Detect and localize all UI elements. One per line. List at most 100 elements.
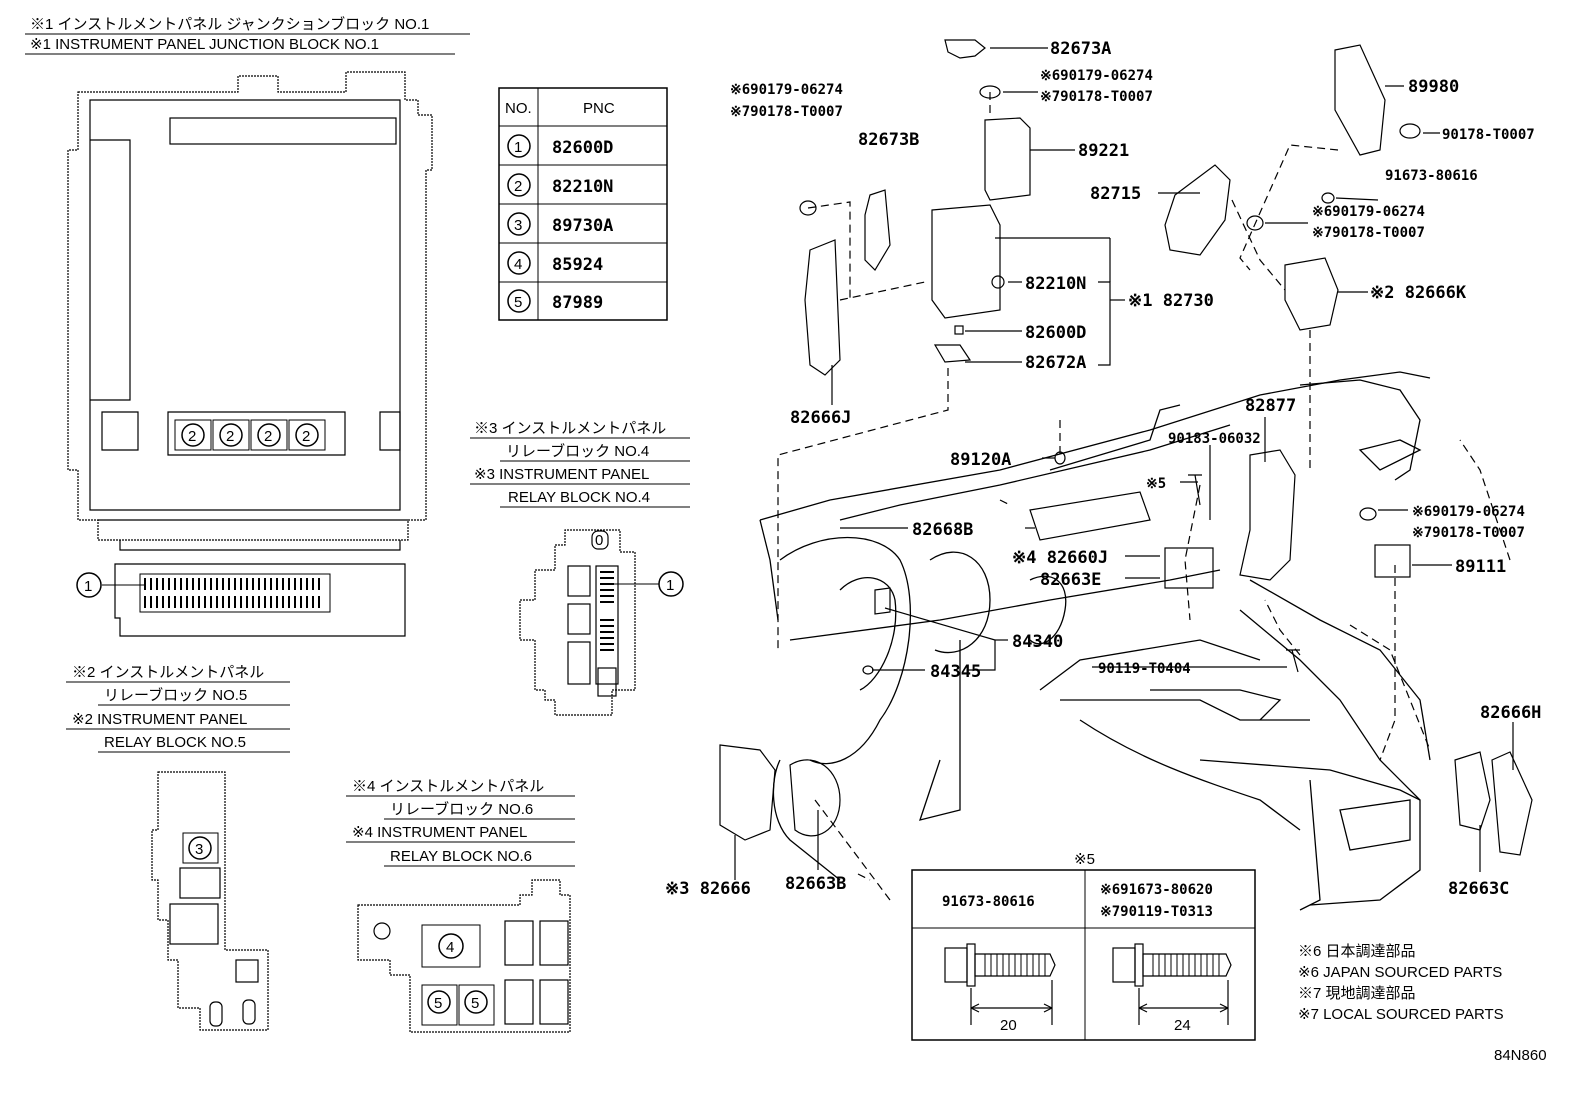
label-82210N: 82210N <box>1025 274 1086 294</box>
label-90178-a: ※790178-T0007 <box>1040 89 1153 105</box>
callout-3: 3 <box>182 832 219 864</box>
label-82877: 82877 <box>1245 396 1296 416</box>
junction-block-heading: ※1 インストルメントパネル ジャンクションブロック NO.1 ※1 INSTR… <box>25 15 470 55</box>
pnc-row-pnc: 85924 <box>552 255 603 275</box>
heading-rb6-ja1: ※4 インストルメントパネル <box>352 778 544 795</box>
relay-block-6-heading: ※4 インストルメントパネル リレーブロック NO.6 ※4 INSTRUMEN… <box>346 778 575 867</box>
callout-1-text: 1 <box>666 577 674 594</box>
label-90179-c: ※690179-06274 <box>1312 204 1425 220</box>
label-82668B: 82668B <box>912 520 973 540</box>
label-82663E: 82663E <box>1040 570 1101 590</box>
callout-4-text: 4 <box>446 939 454 956</box>
pnc-row: 2 82210N <box>507 173 613 197</box>
heading-rb5-ja1: ※2 インストルメントパネル <box>72 664 264 681</box>
note-japan-en: ※6 JAPAN SOURCED PARTS <box>1298 964 1502 981</box>
callout-2-text: 2 <box>264 428 272 445</box>
callout-1-text: 1 <box>84 578 92 595</box>
label-82666J: 82666J <box>790 408 851 428</box>
leader-lines <box>777 92 1511 901</box>
callout-5: 5 <box>421 984 458 1026</box>
bolt-dim-24: 24 <box>1174 1017 1191 1034</box>
label-82666H: 82666H <box>1480 703 1541 723</box>
label-89221: 89221 <box>1078 141 1129 161</box>
junction-connector-callouts: 2 2 2 2 <box>174 419 326 451</box>
pnc-row-pnc: 82210N <box>552 177 613 197</box>
callout-2-text: 2 <box>188 428 196 445</box>
label-82673A: 82673A <box>1050 39 1111 59</box>
heading-rb4-ja1: ※3 インストルメントパネル <box>474 420 666 437</box>
pnc-row: 3 89730A <box>507 212 613 236</box>
heading-rb5-ja2: リレーブロック NO.5 <box>104 686 247 704</box>
pnc-row-no: 2 <box>514 178 522 195</box>
label-90183: 90183-06032 <box>1168 431 1261 447</box>
callout-2-text: 2 <box>302 428 310 445</box>
junction-block-drawing <box>67 71 433 551</box>
label-90179-b: ※690179-06274 <box>730 82 843 98</box>
bolt-table-title: ※5 <box>1074 851 1095 868</box>
relay-block-6-drawing <box>357 879 571 1033</box>
relay-block-5-drawing <box>151 771 269 1031</box>
label-89120A: 89120A <box>950 450 1011 470</box>
bolt-col2a: ※691673-80620 <box>1100 882 1213 898</box>
label-90179-a: ※690179-06274 <box>1040 68 1153 84</box>
label-90179-d: ※690179-06274 <box>1412 504 1525 520</box>
heading-rb6-en2: RELAY BLOCK NO.6 <box>390 848 532 865</box>
callout-2: 2 <box>212 419 250 451</box>
pnc-row: 1 82600D <box>507 134 613 158</box>
label-89111: 89111 <box>1455 557 1506 577</box>
pnc-header-pnc: PNC <box>583 100 615 117</box>
label-82660J: ※4 82660J <box>1012 548 1108 568</box>
callout-5-text: 5 <box>471 995 479 1012</box>
pnc-row-no: 1 <box>514 139 522 156</box>
relay-block-5-heading: ※2 インストルメントパネル リレーブロック NO.5 ※2 INSTRUMEN… <box>66 664 290 753</box>
note-local-ja: ※7 現地調達部品 <box>1298 985 1416 1002</box>
label-90178-c: 90178-T0007 <box>1442 127 1535 143</box>
heading-jb1-ja: ※1 インストルメントパネル ジャンクションブロック NO.1 <box>30 15 429 33</box>
diagram-code: 84N860 <box>1494 1047 1547 1064</box>
label-90178-d: ※790178-T0007 <box>1312 225 1425 241</box>
heading-rb4-en2: RELAY BLOCK NO.4 <box>508 489 650 506</box>
label-82672A: 82672A <box>1025 353 1086 373</box>
pnc-row-pnc: 89730A <box>552 216 613 236</box>
notes: ※6 日本調達部品 ※6 JAPAN SOURCED PARTS ※7 現地調達… <box>1298 943 1504 1023</box>
relay-block-4-drawing <box>519 529 636 716</box>
label-89980: 89980 <box>1408 77 1459 97</box>
label-90178-b: ※790178-T0007 <box>730 104 843 120</box>
label-90119: 90119-T0404 <box>1098 661 1191 677</box>
note-local-en: ※7 LOCAL SOURCED PARTS <box>1298 1006 1504 1023</box>
pnc-row-no: 4 <box>514 256 522 273</box>
pnc-row-no: 5 <box>514 294 522 311</box>
callout-2: 2 <box>174 419 212 451</box>
pnc-row-pnc: 82600D <box>552 138 613 158</box>
pnc-row-no: 3 <box>514 217 522 234</box>
label-84345: 84345 <box>930 662 981 682</box>
label-82663C: 82663C <box>1448 879 1509 899</box>
heading-rb4-en1: ※3 INSTRUMENT PANEL <box>474 466 649 483</box>
callout-3-text: 3 <box>195 841 203 858</box>
pnc-row-pnc: 87989 <box>552 293 603 313</box>
pnc-row: 4 85924 <box>507 251 603 275</box>
label-82673B: 82673B <box>858 130 919 150</box>
label-82600D: 82600D <box>1025 323 1086 343</box>
label-star5: ※5 <box>1146 476 1166 492</box>
label-91673-a: 91673-80616 <box>1385 168 1478 184</box>
label-82663B: 82663B <box>785 874 846 894</box>
bolt-table: ※5 91673-80616 ※691673-80620 ※790119-T03… <box>911 851 1256 1041</box>
heading-rb6-ja2: リレーブロック NO.6 <box>390 800 533 818</box>
label-82666: ※3 82666 <box>665 879 751 899</box>
callout-5-text: 5 <box>434 995 442 1012</box>
callout-2: 2 <box>250 419 288 451</box>
bolt-col2b: ※790119-T0313 <box>1100 904 1213 920</box>
callout-1: 1 <box>76 572 102 598</box>
callout-0-text: 0 <box>595 532 603 549</box>
label-82715: 82715 <box>1090 184 1141 204</box>
heading-jb1-en: ※1 INSTRUMENT PANEL JUNCTION BLOCK NO.1 <box>30 36 379 53</box>
dashboard-drawing <box>759 371 1431 911</box>
label-82666K: ※2 82666K <box>1370 283 1467 303</box>
part-leaders <box>734 47 1514 880</box>
component-sketches <box>719 39 1533 856</box>
heading-rb6-en1: ※4 INSTRUMENT PANEL <box>352 824 527 841</box>
part-labels: 82673A ※690179-06274 ※790178-T0007 ※6901… <box>665 39 1541 899</box>
heading-rb5-en2: RELAY BLOCK NO.5 <box>104 734 246 751</box>
